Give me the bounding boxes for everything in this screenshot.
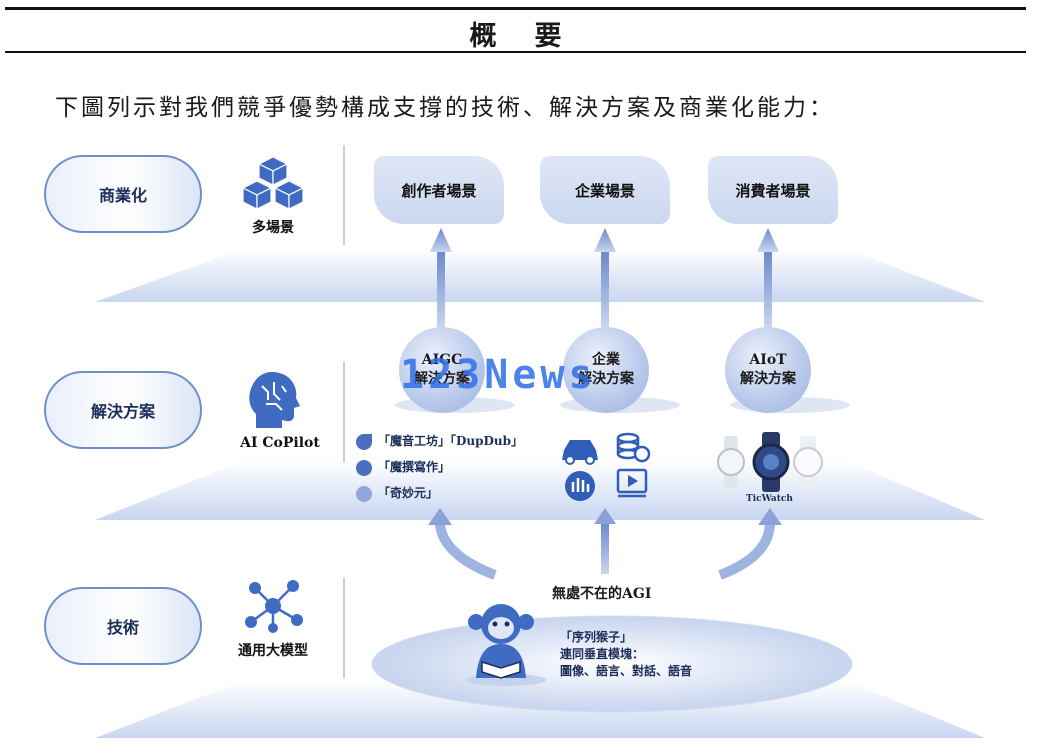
product-label: 「奇妙元」 <box>378 486 439 500</box>
audio-icon <box>565 471 595 501</box>
watches-icon <box>717 432 823 492</box>
separator-solutions <box>343 362 345 462</box>
network-icon <box>245 580 303 633</box>
model-name: 「序列猴子」 <box>560 630 633 644</box>
level-solutions: 解決方案 <box>44 371 202 449</box>
side-label-technology: 通用大模型 <box>238 643 308 659</box>
side-label-commercial: 多場景 <box>252 220 294 236</box>
product-item: 「奇妙元」 <box>356 484 438 502</box>
solution-enterprise: 企業 解決方案 <box>563 327 649 413</box>
commercial-plane <box>95 248 985 302</box>
arrow-tech-center <box>601 522 609 574</box>
solution-aiot-line2: 解決方案 <box>740 371 796 387</box>
page-title: 概要 <box>469 21 600 52</box>
monkey-icon <box>466 604 546 686</box>
separator-technology <box>343 578 345 678</box>
cubes-icon <box>243 156 303 210</box>
watch-dark-icon <box>752 432 790 492</box>
moyin-icon <box>356 433 372 450</box>
solution-aigc-line2: 解決方案 <box>414 371 470 387</box>
video-icon <box>616 468 648 498</box>
model-modalities: 圖像、語言、對話、語音 <box>560 664 693 678</box>
car-icon <box>562 440 598 465</box>
model-desc: 連同垂直模塊： <box>560 647 645 661</box>
mozhuan-icon <box>356 459 372 476</box>
product-label: 「魔撰寫作」 <box>378 460 451 474</box>
solution-aiot: AIoT 解決方案 <box>725 327 811 413</box>
intro-text: 下圖列示對我們競爭優勢構成支撐的技術、解決方案及商業化能力： <box>55 95 835 121</box>
solution-aiot-line1: AIoT <box>749 352 787 368</box>
watch-white-icon <box>793 436 823 488</box>
solution-enterprise-line1: 企業 <box>592 352 620 368</box>
separator-commercial <box>343 145 345 245</box>
side-label-solutions: AI CoPilot <box>240 435 320 451</box>
ai-head-icon <box>249 372 300 428</box>
level-technology: 技術 <box>44 587 202 665</box>
watch-silver-icon <box>717 436 745 488</box>
level-commercial: 商業化 <box>44 155 202 233</box>
coins-icon <box>616 432 651 463</box>
solutions-plane <box>95 460 985 520</box>
scenario-enterprise: 企業場景 <box>540 156 670 224</box>
watermark: 123News <box>400 352 597 398</box>
arrow-aiot <box>757 228 779 328</box>
product-item: 「魔音工坊」「DupDub」 <box>356 432 523 450</box>
arrow-tech-right <box>718 521 775 580</box>
qimiaoyuan-icon <box>356 485 372 502</box>
enterprise-icons <box>562 432 651 501</box>
scenario-consumer: 消費者場景 <box>708 156 838 224</box>
product-label: 「魔音工坊」「DupDub」 <box>378 434 524 448</box>
title-rule <box>5 51 1026 53</box>
arrow-tech-left <box>435 521 497 580</box>
scenario-creator: 創作者場景 <box>374 156 504 224</box>
solution-aigc-line1: AIGC <box>421 352 463 368</box>
agi-title: 無處不在的AGI <box>552 586 652 602</box>
watch-brand: TicWatch <box>746 494 793 504</box>
product-item: 「魔撰寫作」 <box>356 458 450 476</box>
top-rule <box>5 7 1026 10</box>
arrow-aigc <box>430 228 452 328</box>
solution-aigc: AIGC 解決方案 <box>399 327 485 413</box>
arrow-enterprise <box>594 228 616 328</box>
solution-enterprise-line2: 解決方案 <box>578 371 634 387</box>
